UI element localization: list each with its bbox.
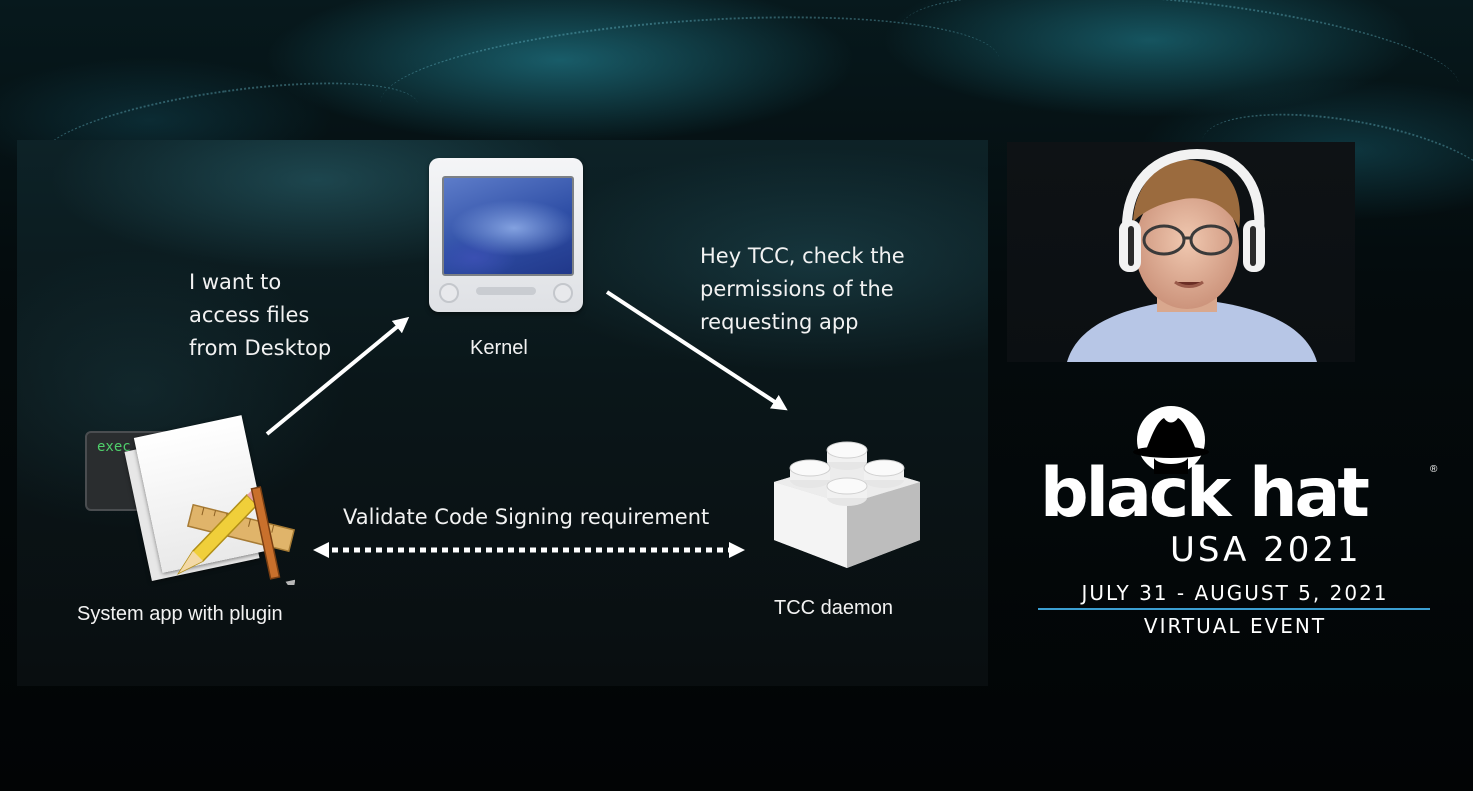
kernel-caption: Kernel (470, 337, 528, 360)
black-hat-wordmark: black hat (1040, 454, 1367, 534)
background-wave (896, 0, 1465, 141)
kernel-to-tcc-text: Hey TCC, check the permissions of the re… (700, 240, 905, 339)
registered-mark: ® (1430, 464, 1437, 475)
app-caption: System app with plugin (77, 603, 283, 626)
speaker-video-feed (1007, 142, 1355, 362)
presentation-slide: Kernel I want to access files from Deskt… (17, 140, 988, 686)
edition-label: USA 2021 (1170, 530, 1362, 570)
app-request-text: I want to access files from Desktop (189, 266, 331, 365)
tcc-caption: TCC daemon (774, 597, 893, 620)
pencil-ruler-icon (85, 425, 295, 585)
speaker-portrait (1007, 142, 1355, 362)
event-type: VIRTUAL EVENT (1010, 614, 1460, 638)
emac-computer-icon (429, 158, 583, 314)
lego-brick-icon (772, 420, 922, 570)
black-hat-branding: black hat ® USA 2021 JULY 31 - AUGUST 5,… (1030, 402, 1450, 642)
divider-rule (1038, 608, 1430, 610)
validate-label: Validate Code Signing requirement (343, 505, 709, 529)
code-signing-app-icon: exec (85, 425, 295, 585)
event-dates: JULY 31 - AUGUST 5, 2021 (1010, 581, 1460, 605)
